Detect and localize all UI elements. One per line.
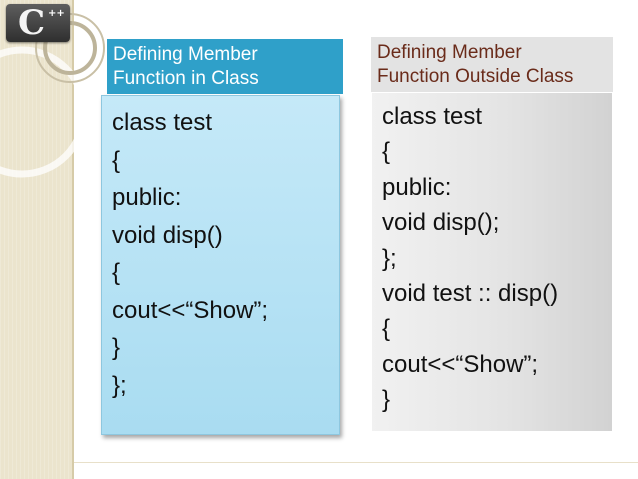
right-header-line-2: Function Outside Class: [377, 66, 574, 87]
ring-large: [0, 46, 88, 178]
cpp-logo: C ++: [6, 3, 70, 43]
right-code-line: public:: [382, 173, 452, 201]
left-code-line: {: [112, 146, 121, 174]
left-code-line: {: [112, 259, 121, 286]
right-code-line: {: [382, 138, 391, 166]
left-code-line: };: [112, 371, 127, 399]
sidebar-border: [72, 0, 74, 479]
right-code-line: }: [382, 386, 391, 414]
logo-superscript: ++: [48, 8, 65, 19]
ring-inner: [43, 21, 97, 75]
left-header-line-2: Function in Class: [113, 68, 259, 89]
left-code-line: }: [112, 334, 121, 361]
right-code-line: class test: [382, 103, 483, 130]
left-code-line: class test: [112, 109, 213, 136]
left-header: Defining Member Function in Class: [107, 39, 343, 94]
logo-letter: C: [18, 3, 46, 43]
right-header: Defining Member Function Outside Class: [371, 37, 613, 92]
left-code-line: cout<<“Show”;: [112, 296, 269, 324]
right-code-line: void test :: disp(): [382, 280, 559, 308]
ring-outline: [35, 13, 105, 83]
left-code-line: void disp(): [112, 221, 223, 249]
right-code-line: {: [382, 315, 391, 343]
right-header-line-1: Defining Member: [377, 42, 522, 63]
right-code-panel: class test { public: void disp(); }; voi…: [372, 93, 612, 431]
right-code-line: };: [382, 244, 397, 272]
right-code-line: void disp();: [382, 209, 500, 237]
left-code-line: public:: [112, 184, 182, 211]
left-code-panel: class test { public: void disp() { cout<…: [101, 95, 340, 435]
bottom-divider: [74, 462, 638, 463]
left-header-line-1: Defining Member: [113, 44, 258, 65]
right-code-line: cout<<“Show”;: [382, 350, 539, 378]
decorative-rings: [0, 13, 105, 178]
